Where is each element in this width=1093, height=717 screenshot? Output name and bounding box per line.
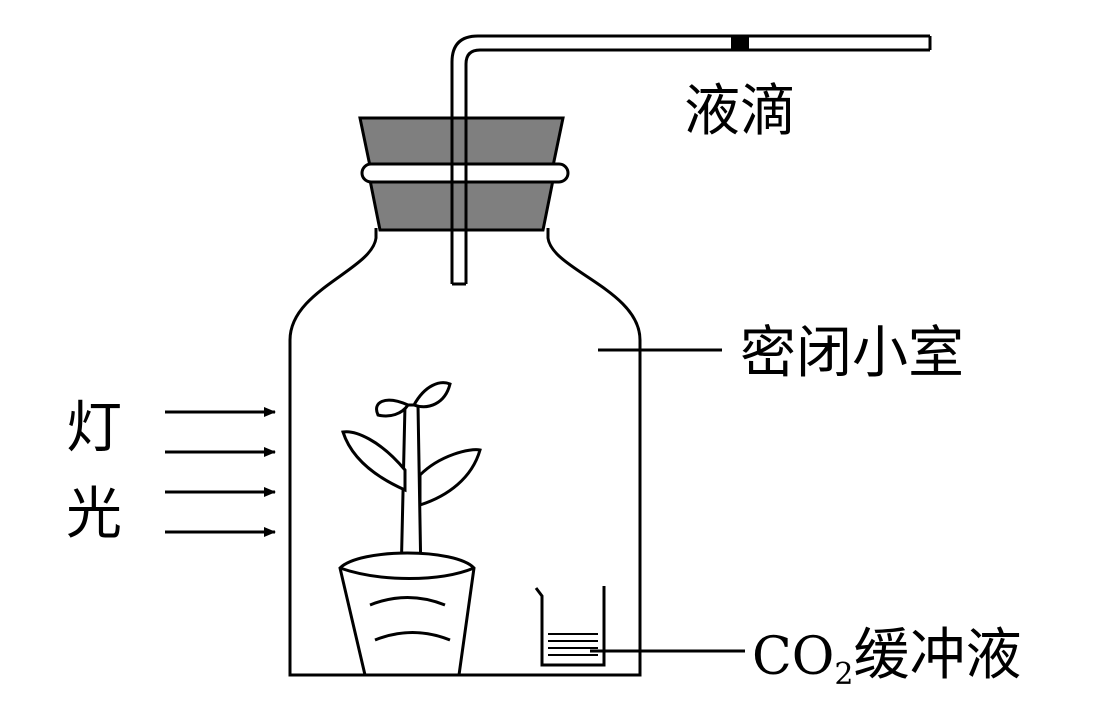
plant-pot bbox=[338, 551, 476, 677]
chamber-label: 密闭小室 bbox=[740, 321, 964, 386]
glass-tube bbox=[450, 34, 932, 286]
light-label-bottom: 光 bbox=[66, 482, 122, 547]
light-label-top: 灯 bbox=[66, 396, 122, 461]
plant-leaf bbox=[375, 398, 411, 418]
buffer-label-text: 缓冲液 bbox=[854, 623, 1022, 688]
rubber-stopper bbox=[358, 116, 570, 232]
buffer-label-co: CO bbox=[752, 627, 834, 687]
droplet-label: 液滴 bbox=[684, 79, 796, 144]
plant-leaf bbox=[418, 448, 482, 508]
potted-plant bbox=[338, 381, 482, 677]
light-arrows bbox=[165, 407, 276, 537]
beaker bbox=[534, 586, 606, 667]
sealed-bottle bbox=[288, 228, 642, 677]
plant-leaf bbox=[411, 381, 452, 409]
buffer-label-sub: 2 bbox=[834, 657, 853, 692]
liquid-droplet bbox=[731, 36, 749, 50]
plant-leaf bbox=[341, 430, 407, 493]
buffer-label: CO2缓冲液 bbox=[752, 623, 1022, 692]
